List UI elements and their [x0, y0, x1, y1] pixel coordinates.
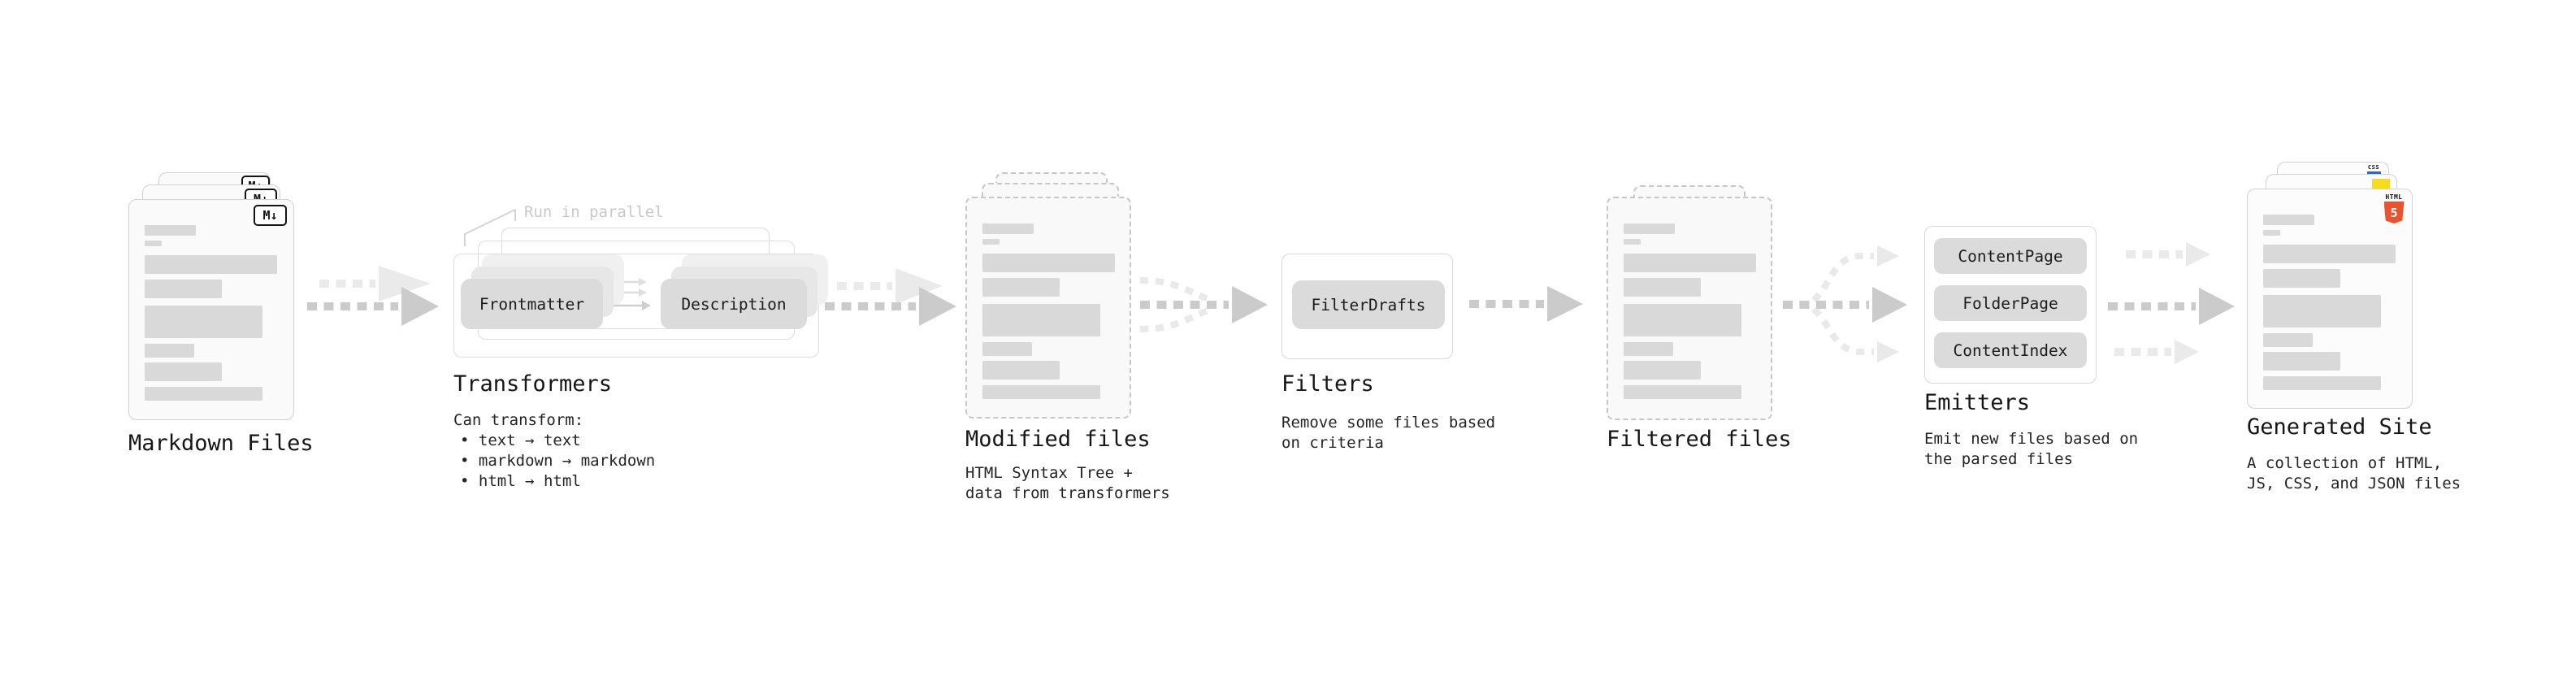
doc-line	[145, 280, 222, 298]
caption-line: Can transform:	[453, 411, 584, 429]
doc-line	[2263, 376, 2381, 390]
doc-line	[2263, 215, 2314, 225]
doc-line	[982, 239, 1000, 245]
doc-line	[982, 278, 1060, 297]
doc-line	[145, 306, 262, 338]
caption-line: the parsed files	[1924, 450, 2074, 468]
css-badge: CSS	[2366, 164, 2382, 174]
stage-caption: HTML Syntax Tree + data from transformer…	[965, 463, 1170, 504]
arrow-modified-to-filters	[1139, 277, 1268, 332]
markdown-card-front: M↓	[128, 199, 294, 420]
arrow-filters-to-filtered	[1469, 286, 1583, 322]
stage-title: Filtered files	[1607, 427, 1792, 452]
doc-line	[2263, 230, 2280, 236]
doc-line	[1624, 342, 1673, 356]
stage-title: Modified files	[965, 427, 1151, 452]
caption-line: on criteria	[1281, 434, 1384, 452]
doc-line	[1624, 254, 1756, 272]
stage-caption: Emit new files based on the parsed files	[1924, 429, 2138, 470]
css-badge-underline	[2366, 171, 2381, 174]
doc-line	[982, 304, 1100, 336]
stage-title: Filters	[1281, 371, 1374, 397]
doc-line	[982, 342, 1032, 356]
doc-line	[2263, 245, 2396, 263]
transformer-box-front	[453, 254, 819, 358]
html5-badge: HTML 5	[2383, 193, 2405, 223]
caption-line: Remove some files based	[1281, 414, 1496, 432]
doc-line	[145, 344, 194, 358]
transform-parallel-arrows	[611, 278, 651, 310]
doc-line	[1624, 385, 1741, 399]
stage-caption: Can transform: • text → text • markdown …	[453, 410, 655, 492]
pill-folderpage: FolderPage	[1934, 285, 2087, 321]
doc-line	[982, 254, 1115, 272]
doc-lines	[145, 225, 277, 401]
pill-contentpage: ContentPage	[1934, 238, 2087, 274]
caption-bullet: • markdown → markdown	[460, 452, 656, 470]
stage-title: Markdown Files	[128, 431, 314, 456]
js-badge	[2372, 179, 2390, 189]
caption-line: A collection of HTML,	[2247, 454, 2443, 472]
stage-title: Transformers	[453, 371, 613, 397]
doc-line	[2263, 269, 2340, 288]
stage-title: Generated Site	[2247, 414, 2432, 440]
caption-line: Emit new files based on	[1924, 430, 2139, 448]
doc-line	[145, 225, 196, 236]
doc-line	[145, 362, 222, 381]
doc-line	[1624, 304, 1741, 336]
doc-line	[145, 387, 262, 401]
doc-line	[1624, 223, 1675, 234]
arrow-transformers-to-modified	[825, 268, 956, 326]
markdown-badge-front: M↓	[254, 205, 287, 226]
run-in-parallel-label: Run in parallel	[524, 203, 664, 221]
caption-line: data from transformers	[965, 484, 1170, 502]
doc-lines	[2263, 215, 2396, 390]
arrow-filtered-to-emitters	[1783, 245, 1907, 362]
arrow-emitters-to-generated	[2108, 242, 2235, 364]
caption-line: HTML Syntax Tree +	[965, 464, 1133, 482]
doc-line	[982, 223, 1034, 234]
stage-title: Emitters	[1924, 390, 2031, 415]
doc-line	[145, 241, 162, 246]
doc-lines	[982, 223, 1115, 399]
arrow-markdown-to-transformers	[307, 266, 439, 326]
pill-description: Description	[661, 279, 807, 329]
doc-line	[145, 255, 277, 274]
filtered-card-front	[1607, 197, 1772, 420]
stage-caption: Remove some files based on criteria	[1281, 413, 1495, 453]
pill-contentindex: ContentIndex	[1934, 332, 2087, 368]
run-in-parallel-callout	[464, 209, 516, 246]
doc-line	[982, 361, 1060, 380]
doc-line	[2263, 295, 2381, 327]
doc-line	[1624, 278, 1701, 297]
doc-line	[982, 385, 1100, 399]
caption-bullet: • text → text	[460, 432, 581, 449]
html5-badge-number: 5	[2390, 205, 2398, 220]
doc-line	[1624, 361, 1701, 380]
doc-line	[2263, 333, 2313, 347]
generated-card-front: HTML 5	[2247, 189, 2413, 409]
stage-caption: A collection of HTML, JS, CSS, and JSON …	[2247, 453, 2461, 494]
pill-filterdrafts: FilterDrafts	[1292, 280, 1445, 329]
html5-shield-icon: 5	[2383, 202, 2405, 223]
caption-line: JS, CSS, and JSON files	[2247, 475, 2461, 492]
doc-line	[2263, 352, 2340, 371]
css-badge-label: CSS	[2367, 164, 2380, 171]
caption-bullet: • html → html	[460, 472, 581, 490]
html5-badge-label: HTML	[2385, 193, 2403, 201]
pill-frontmatter: Frontmatter	[461, 279, 603, 329]
doc-line	[1624, 239, 1641, 245]
modified-card-front	[965, 197, 1131, 419]
doc-lines	[1624, 223, 1756, 399]
